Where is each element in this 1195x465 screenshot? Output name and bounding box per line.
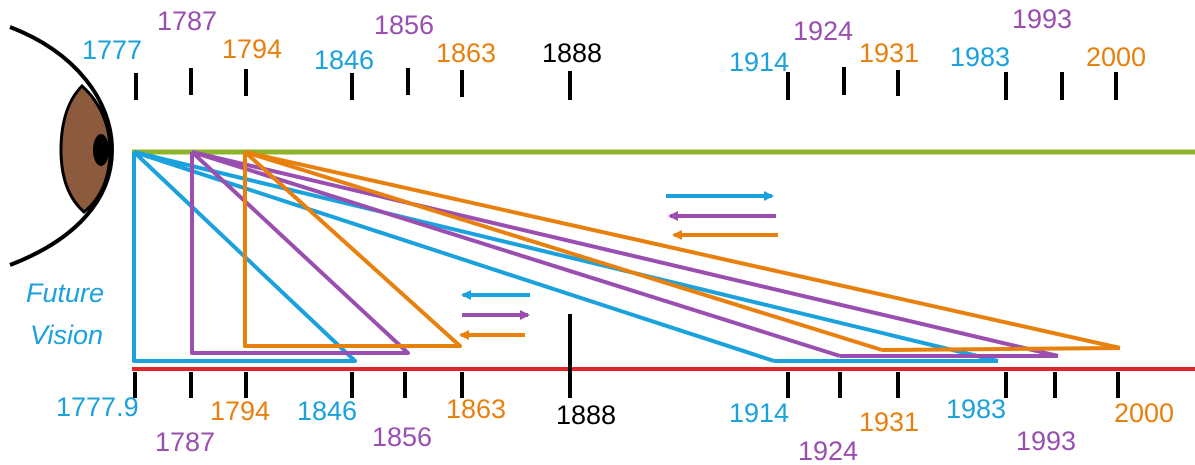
- bottom-timeline-labels: 1777.9 1787 1794 1846 1856 1863 1888 191…: [56, 392, 1174, 465]
- top-year-label: 2000: [1086, 42, 1146, 72]
- eye-outline: [9, 25, 115, 267]
- bottom-year-label: 1846: [297, 396, 357, 426]
- bottom-year-label: 1856: [372, 422, 432, 452]
- eye-iris: [59, 83, 112, 214]
- top-year-label: 1983: [950, 42, 1010, 72]
- bottom-year-label: 1983: [946, 394, 1006, 424]
- future-vision-line1: Future: [26, 278, 104, 308]
- top-year-label: 1794: [222, 34, 282, 64]
- blue-ray-1914: [133, 150, 775, 363]
- upper-arrow-legend: [666, 191, 778, 240]
- orange-ray-2000: [244, 150, 1121, 350]
- top-year-label: 1856: [374, 10, 434, 40]
- bottom-year-label: 2000: [1114, 398, 1174, 428]
- top-year-label: 1777: [82, 35, 142, 65]
- purple-ray-1993: [191, 150, 1059, 358]
- bottom-year-label: 1993: [1016, 426, 1076, 456]
- top-year-label: 1931: [859, 38, 919, 68]
- top-year-label: 1863: [436, 38, 496, 68]
- top-year-label: 1888: [542, 38, 602, 68]
- blue-ray-1983: [133, 150, 999, 363]
- top-year-label: 1846: [314, 45, 374, 75]
- orange-triangle-1863: [243, 150, 462, 348]
- vision-triangles: [132, 150, 1121, 363]
- bottom-year-label: 1924: [798, 436, 858, 465]
- top-year-label: 1924: [793, 16, 853, 46]
- future-vision-line2: Vision: [30, 320, 103, 350]
- orange-ray-1931: [244, 150, 883, 352]
- lower-arrow-legend: [459, 290, 530, 340]
- top-year-label: 1914: [729, 47, 789, 77]
- top-year-label: 1787: [157, 6, 217, 36]
- top-ticks: [134, 67, 1118, 100]
- bottom-year-label: 1914: [729, 398, 789, 428]
- bottom-year-label: 1777.9: [56, 392, 139, 422]
- top-year-label: 1993: [1012, 4, 1072, 34]
- bottom-ticks: [133, 314, 1120, 398]
- future-vision-label: Future Vision: [26, 278, 104, 350]
- eye-icon: [9, 25, 115, 267]
- bottom-year-label: 1863: [446, 394, 506, 424]
- bottom-year-label: 1794: [210, 396, 270, 426]
- eye-pupil: [93, 134, 109, 166]
- purple-triangle-1856: [190, 150, 410, 355]
- top-timeline-labels: 1777 1787 1794 1846 1856 1863 1888 1914 …: [82, 4, 1146, 77]
- orange-base-far: [881, 346, 1121, 352]
- purple-ray-1924: [191, 150, 841, 358]
- bottom-year-label: 1888: [556, 400, 616, 430]
- bottom-year-label: 1931: [859, 407, 919, 437]
- bottom-year-label: 1787: [155, 427, 215, 457]
